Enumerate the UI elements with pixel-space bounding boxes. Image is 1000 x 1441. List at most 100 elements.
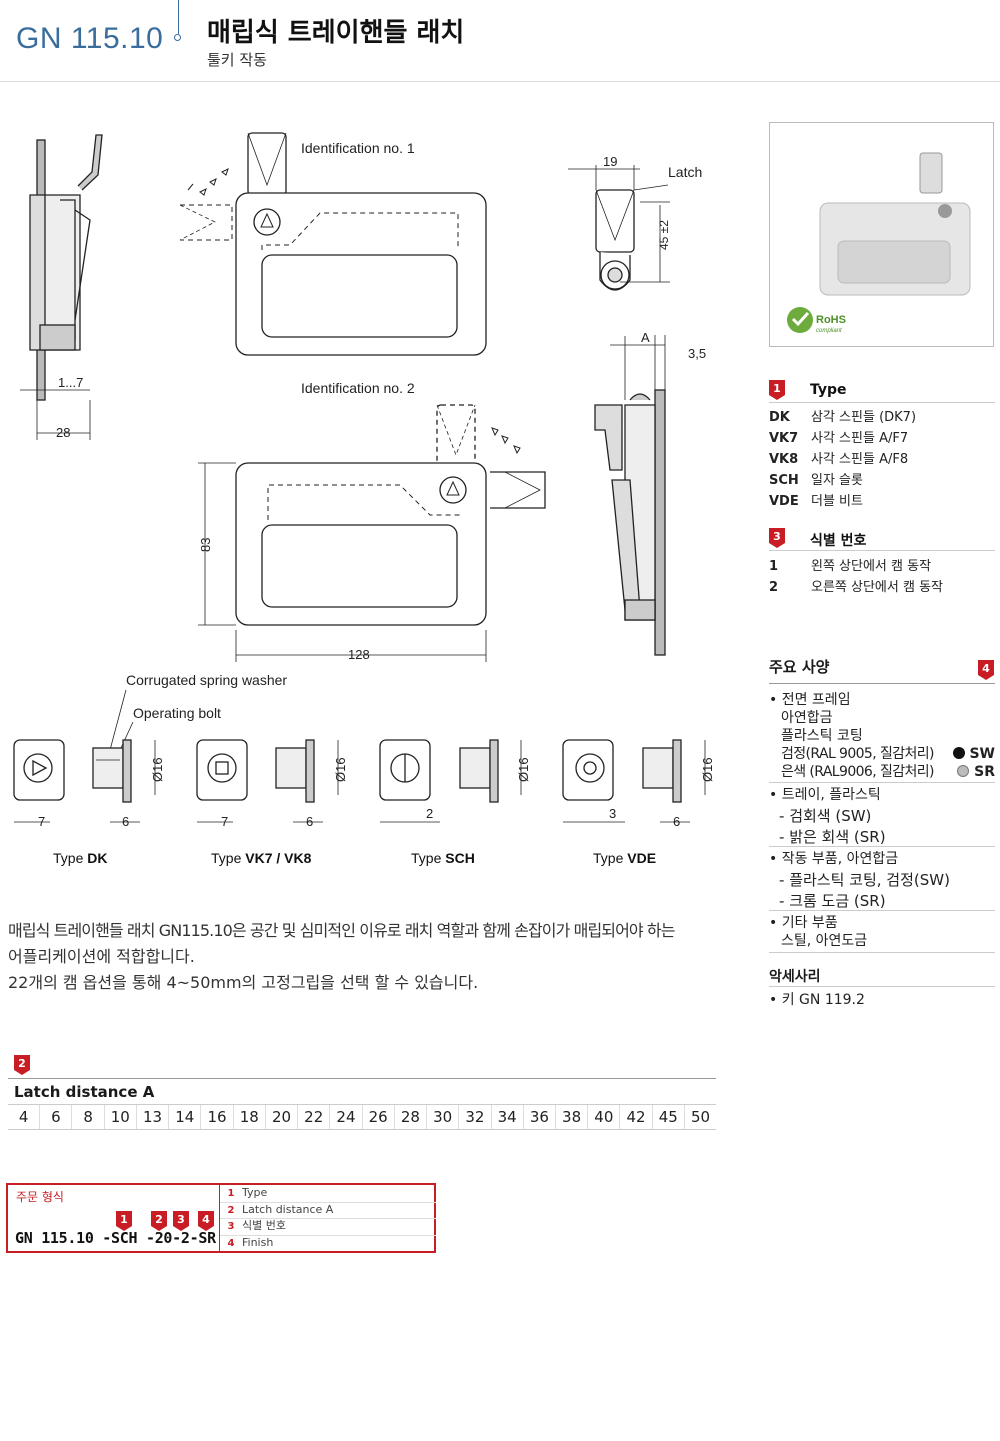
latch-value-cell: 8 (72, 1105, 105, 1129)
page-title: 매립식 트레이핸들 래치 (207, 18, 465, 48)
spec-tray: • 트레이, 플라스틱 - 검회색 (SW) - 밝은 회색 (SR) (769, 787, 886, 846)
latch-value-cell: 18 (234, 1105, 266, 1129)
product-code: GN 115.10 (16, 22, 164, 55)
order-badge-2: 2 (151, 1211, 167, 1231)
latch-value-cell: 6 (40, 1105, 73, 1129)
type-vde-caption: Type VDE (593, 850, 656, 866)
rohs-text: RoHS (816, 314, 846, 326)
latch-top-rule (8, 1078, 716, 1079)
dia16-vk: Ø16 (333, 757, 348, 782)
latch-side-view (568, 165, 670, 291)
spec-operating: • 작동 부품, 아연합금 - 플라스틱 코팅, 검정(SW) - 크롬 도금 … (769, 851, 950, 910)
dim-128: 128 (348, 647, 370, 662)
acc-divider (769, 986, 995, 987)
header-rule (0, 81, 1000, 82)
vk-dim-a: 7 (221, 814, 228, 829)
latch-value-cell: 14 (169, 1105, 202, 1129)
order-label: 주문 형식 (16, 1190, 64, 1204)
spec-divider-3 (769, 910, 995, 911)
latch-label: Latch (668, 164, 702, 180)
latch-value-cell: 42 (620, 1105, 653, 1129)
latch-value-cell: 13 (137, 1105, 170, 1129)
dk-dim-b: 6 (122, 814, 129, 829)
latch-value-cell: 24 (330, 1105, 363, 1129)
spec-divider-1 (769, 782, 995, 783)
side-profile-view (20, 134, 103, 401)
dia16-dk: Ø16 (150, 757, 165, 782)
id1-label: Identification no. 1 (301, 140, 415, 156)
page-subtitle: 툴키 작동 (207, 51, 267, 69)
vde-dim-a: 3 (609, 806, 616, 821)
id-heading: 식별 번호 (810, 533, 867, 549)
dia16-sch: Ø16 (516, 757, 531, 782)
dim-45: 45 ±2 (657, 220, 671, 250)
header-divider (178, 0, 179, 34)
dk-dim-a: 7 (38, 814, 45, 829)
front-view-id2 (235, 404, 546, 626)
spec-divider-4 (769, 952, 995, 953)
latch-value-cell: 45 (653, 1105, 685, 1129)
header-divider-dot (174, 34, 181, 41)
silver-swatch-icon (957, 765, 970, 777)
dim-1-7: 1...7 (58, 375, 83, 390)
vde-dim-b: 6 (673, 814, 680, 829)
type-heading: Type (810, 382, 847, 398)
latch-value-cell: 28 (395, 1105, 428, 1129)
order-badge-3: 3 (173, 1211, 189, 1231)
order-badge-4: 4 (198, 1211, 214, 1231)
latch-heading: Latch distance A (14, 1083, 155, 1101)
order-badge-1: 1 (116, 1211, 132, 1231)
type-vde-detail (562, 739, 706, 823)
id-badge: 3 (769, 528, 785, 548)
type-dk-detail (13, 739, 156, 823)
operating-bolt-label: Operating bolt (133, 705, 221, 721)
front-view-id1 (179, 132, 487, 356)
latch-value-cell: 50 (690, 1108, 711, 1126)
technical-drawing: 1...7 28 Identification no. 1 19 Latch 4… (13, 132, 715, 866)
spec-frame: • 전면 프레임 아연합금 플라스틱 코팅 검정(RAL 9005, 질감처리)… (769, 692, 995, 780)
latch-value-cell: 4 (8, 1105, 41, 1129)
dim-3-5: 3,5 (688, 346, 706, 361)
latch-value-cell: 10 (105, 1105, 137, 1129)
latch-value-cell: 40 (588, 1105, 621, 1129)
spec-other: • 기타 부품 스틸, 아연도금 (769, 915, 868, 949)
dia16-vde: Ø16 (700, 757, 715, 782)
accessories-heading: 악세사리 (769, 969, 821, 985)
rohs-compliant-text: compliant (816, 328, 842, 334)
type-dk-caption: Type DK (53, 850, 107, 866)
specs-badge: 4 (978, 660, 994, 680)
id-divider (769, 550, 995, 551)
id2-label: Identification no. 2 (301, 380, 415, 396)
sch-dim-a: 2 (426, 806, 433, 821)
order-divider (219, 1185, 220, 1251)
latch-value-cell: 20 (266, 1105, 299, 1129)
product-photo-illustration: RoHS compliant (787, 152, 971, 334)
specs-heading: 주요 사양 (769, 658, 830, 676)
latch-value-cell: 30 (427, 1105, 460, 1129)
product-description: 매립식 트레이핸들 래치 GN115.10은 공간 및 심미적인 이유로 래치 … (8, 921, 675, 992)
latch-badge: 2 (14, 1055, 30, 1075)
type-vk-caption: Type VK7 / VK8 (211, 850, 312, 866)
spec-divider-2 (769, 846, 995, 847)
dim-19: 19 (603, 154, 617, 169)
black-swatch-icon (952, 747, 965, 759)
type-vk-detail (196, 739, 339, 823)
latch-value-cell: 22 (298, 1105, 331, 1129)
type-divider (769, 402, 995, 403)
latch-value-cell: 32 (459, 1105, 492, 1129)
dim-83: 83 (198, 538, 213, 552)
latch-value-cell: 26 (363, 1105, 395, 1129)
latch-value-cell: 34 (492, 1105, 524, 1129)
type-sch-caption: Type SCH (411, 850, 475, 866)
latch-value-cell: 16 (201, 1105, 234, 1129)
latch-value-cell: 36 (524, 1105, 556, 1129)
